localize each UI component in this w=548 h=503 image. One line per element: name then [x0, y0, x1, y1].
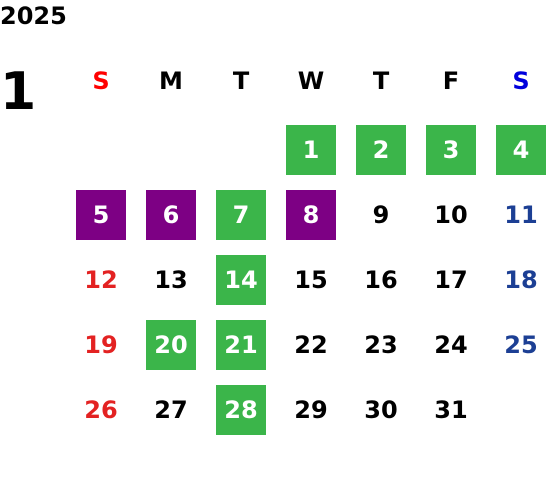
day-cell-highlighted-green: 21 — [216, 320, 266, 370]
day-cell: 13 — [154, 266, 188, 294]
day-cell-highlighted-green: 28 — [216, 385, 266, 435]
day-cell: 27 — [154, 396, 188, 424]
day-cell-highlighted-green: 3 — [426, 125, 476, 175]
weekday-header: T — [372, 67, 390, 95]
day-cell-highlighted-green: 7 — [216, 190, 266, 240]
day-cell-highlighted-purple: 5 — [76, 190, 126, 240]
day-cell: 30 — [364, 396, 398, 424]
day-cell: 11 — [504, 201, 538, 229]
weekday-header: T — [232, 67, 250, 95]
day-cell: 22 — [294, 331, 328, 359]
day-cell: 9 — [372, 201, 390, 229]
day-cell: 25 — [504, 331, 538, 359]
day-cell: 12 — [84, 266, 118, 294]
weekday-header: F — [442, 67, 460, 95]
day-cell-highlighted-green: 1 — [286, 125, 336, 175]
weekday-header: S — [512, 67, 530, 95]
day-cell: 24 — [434, 331, 468, 359]
day-cell: 31 — [434, 396, 468, 424]
day-cell: 29 — [294, 396, 328, 424]
day-cell-highlighted-purple: 6 — [146, 190, 196, 240]
weekday-header: W — [297, 67, 325, 95]
day-cell-highlighted-green: 20 — [146, 320, 196, 370]
day-cell-highlighted-green: 4 — [496, 125, 546, 175]
weekday-header: S — [92, 67, 110, 95]
calendar-month: 1 — [0, 62, 37, 122]
day-cell: 16 — [364, 266, 398, 294]
calendar-year: 2025 — [0, 2, 67, 30]
day-cell: 19 — [84, 331, 118, 359]
day-cell: 15 — [294, 266, 328, 294]
weekday-header: M — [159, 67, 183, 95]
day-cell: 10 — [434, 201, 468, 229]
day-cell-highlighted-green: 2 — [356, 125, 406, 175]
day-cell: 18 — [504, 266, 538, 294]
day-cell-highlighted-purple: 8 — [286, 190, 336, 240]
day-cell: 26 — [84, 396, 118, 424]
day-cell: 17 — [434, 266, 468, 294]
day-cell-highlighted-green: 14 — [216, 255, 266, 305]
day-cell: 23 — [364, 331, 398, 359]
